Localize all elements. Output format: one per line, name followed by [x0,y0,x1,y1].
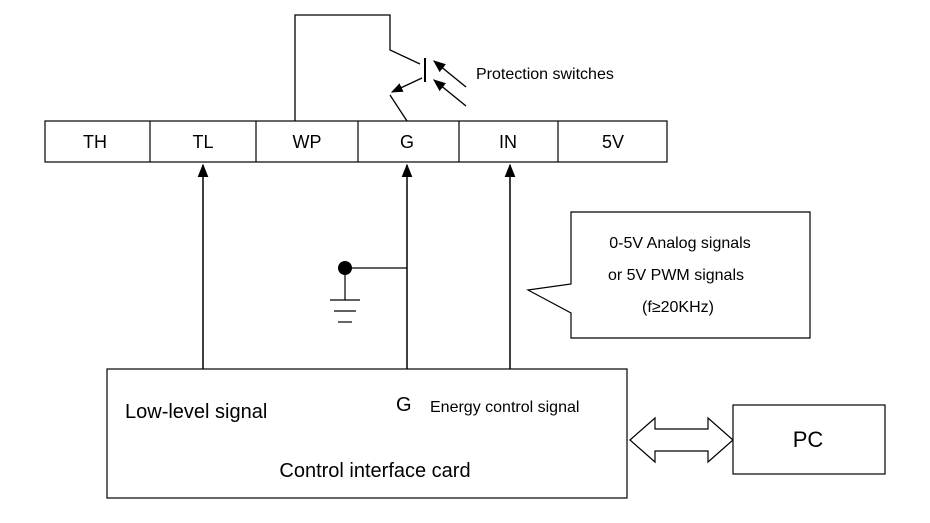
control-interface-card: Low-level signal G Energy control signal… [106,368,628,499]
emitter-arrow [390,77,423,93]
terminal-th-label: TH [83,132,107,152]
terminal-wp-label: WP [293,132,322,152]
terminal-g-label: G [400,132,414,152]
signal-callout: 0-5V Analog signals or 5V PWM signals (f… [526,211,811,339]
callout-line-2: or 5V PWM signals [608,267,744,284]
callout-line-3: (f≥20KHz) [642,299,714,316]
terminal-strip: TH TL WP G IN 5V [44,120,668,163]
protection-switch-circuit: Protection switches [294,14,614,122]
terminal-5v-label: 5V [602,132,624,152]
energy-control-label: Energy control signal [430,399,579,416]
pc-box: PC [732,404,886,475]
card-g-label: G [396,394,412,416]
bidirectional-arrow [629,416,734,464]
low-level-signal-label: Low-level signal [125,401,267,423]
terminal-in-label: IN [499,132,517,152]
card-title: Control interface card [279,460,470,482]
protection-switches-label: Protection switches [476,66,614,83]
pc-label: PC [793,427,824,452]
terminal-tl-label: TL [192,132,213,152]
light-arrow-lower [433,79,467,107]
ground-symbol [330,261,407,323]
callout-line-1: 0-5V Analog signals [609,235,750,252]
light-arrow-upper [433,60,467,88]
